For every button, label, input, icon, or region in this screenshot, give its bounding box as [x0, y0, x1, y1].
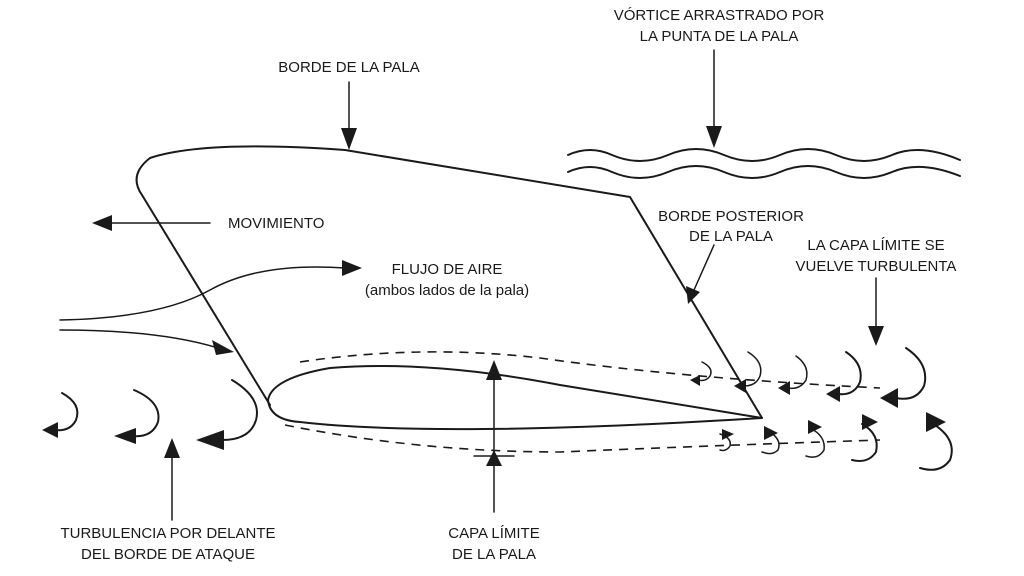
boundary-layer-label-line1: CAPA LÍMITE	[448, 525, 539, 542]
vortex-label-line2: LA PUNTA DE LA PALA	[640, 28, 799, 45]
airflow-label-line1: FLUJO DE AIRE	[392, 261, 503, 278]
blade-edge-label: BORDE DE LA PALA	[278, 59, 419, 76]
blade-outline	[135, 145, 763, 419]
arrow-movement	[92, 215, 211, 231]
vortex-label-line1: VÓRTICE ARRASTRADO POR	[614, 7, 825, 24]
boundary-layer-lower	[284, 424, 881, 453]
arrow-trailing-edge	[686, 244, 715, 304]
leading-turbulence-label-line2: DEL BORDE DE ATAQUE	[81, 546, 255, 563]
arrow-boundary-thickness	[473, 360, 515, 513]
arrow-airflow-lower	[59, 329, 234, 355]
tip-vortex-wave-lower	[567, 165, 961, 179]
leading-edge-turbulence	[42, 379, 258, 450]
boundary-layer-upper	[299, 351, 881, 389]
arrow-airflow	[59, 260, 362, 321]
trailing-edge-label-line2: DE LA PALA	[689, 228, 773, 245]
boundary-layer-label-line2: DE LA PALA	[452, 546, 536, 563]
arrow-leading-turbulence	[164, 438, 180, 521]
arrow-turbulent-layer	[868, 277, 884, 346]
arrow-blade-edge	[341, 81, 357, 150]
trailing-edge-turbulence	[690, 347, 953, 471]
airflow-label-line2: (ambos lados de la pala)	[365, 282, 529, 299]
trailing-edge-label-line1: BORDE POSTERIOR	[658, 208, 804, 225]
turbulent-layer-label-line2: VUELVE TURBULENTA	[796, 258, 957, 275]
arrow-vortex	[706, 49, 722, 148]
tip-vortex-wave-upper	[567, 148, 961, 162]
leading-turbulence-label-line1: TURBULENCIA POR DELANTE	[60, 525, 275, 542]
airfoil-section	[267, 365, 763, 431]
turbulent-layer-label-line1: LA CAPA LÍMITE SE	[807, 237, 944, 254]
movement-label: MOVIMIENTO	[228, 215, 324, 232]
